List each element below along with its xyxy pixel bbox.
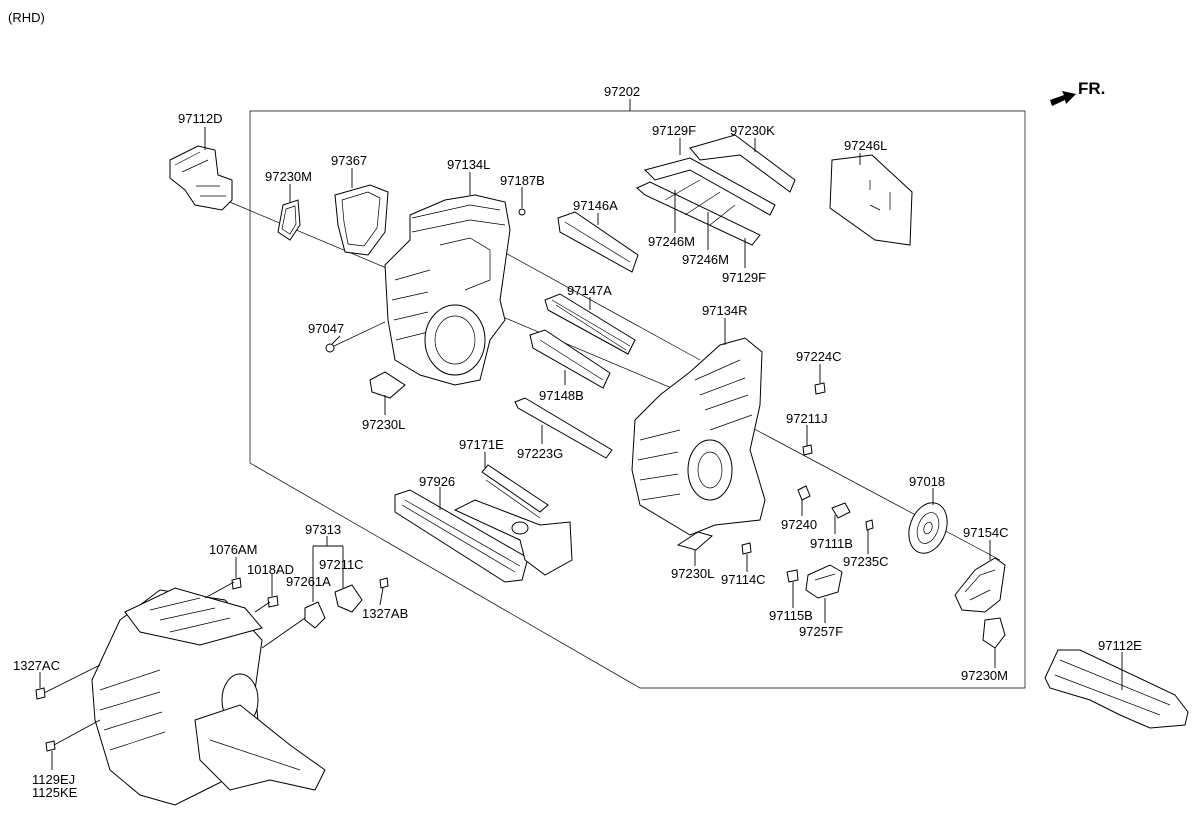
label-97129F-top: 97129F — [652, 123, 696, 138]
label-97367: 97367 — [331, 153, 367, 168]
label-1076AM: 1076AM — [209, 542, 257, 557]
label-97111B: 97111B — [810, 536, 853, 551]
label-97230K: 97230K — [730, 123, 775, 138]
door-97147A — [544, 293, 636, 355]
label-97047: 97047 — [308, 321, 344, 336]
clip-97224C — [814, 382, 826, 395]
gasket-97230L-left — [369, 371, 406, 399]
label-97112D: 97112D — [178, 111, 223, 126]
door-97146A — [557, 211, 639, 273]
label-97257F: 97257F — [799, 624, 843, 639]
leader-lines — [39, 127, 1123, 770]
label-97223G: 97223G — [517, 446, 563, 461]
screw-1327AB — [379, 577, 389, 589]
screw-97047 — [325, 321, 386, 353]
label-97240: 97240 — [781, 517, 817, 532]
label-97261A: 97261A — [286, 574, 331, 589]
label-1327AB: 1327AB — [362, 606, 408, 621]
label-97148B: 97148B — [539, 388, 584, 403]
screw-1129EJ — [45, 740, 56, 752]
label-97926: 97926 — [419, 474, 455, 489]
label-97115B: 97115B — [769, 608, 813, 623]
nut-1327AC — [35, 687, 46, 700]
front-direction-label: FR. — [1078, 79, 1105, 98]
evaporator-97926 — [394, 489, 573, 583]
nut-1076AM — [231, 577, 242, 590]
clip-97187B — [518, 208, 526, 216]
label-97146A: 97146A — [573, 198, 618, 213]
label-97246L: 97246L — [844, 138, 887, 153]
label-97147A: 97147A — [567, 283, 612, 298]
bracket-97111B — [831, 502, 851, 519]
bar-97223G — [514, 397, 613, 459]
label-1018AD: 1018AD — [247, 562, 294, 577]
screw-97114C — [741, 542, 752, 555]
gasket-97230M-left — [277, 199, 301, 241]
actuator-97257F — [805, 564, 843, 599]
label-97235C: 97235C — [843, 554, 889, 569]
label-97313: 97313 — [305, 522, 341, 537]
label-97202: 97202 — [604, 84, 640, 99]
label-97230L-left: 97230L — [362, 417, 405, 432]
front-arrow-icon — [1050, 91, 1076, 106]
label-97230M-right: 97230M — [961, 668, 1008, 683]
axis-line-mid — [499, 249, 701, 361]
label-97134R: 97134R — [702, 303, 748, 318]
front-direction-indicator: FR. — [1050, 79, 1105, 106]
assembly-frame — [249, 110, 1026, 689]
label-97112E: 97112E — [1098, 638, 1142, 653]
label-97134L: 97134L — [447, 157, 490, 172]
label-1125KE: 1125KE — [32, 785, 78, 800]
label-97230M-left: 97230M — [265, 169, 312, 184]
hvac-assembly-complete — [91, 587, 326, 806]
label-97187B: 97187B — [500, 173, 545, 188]
case-half-97134R — [631, 337, 766, 536]
label-1129EJ: 1129EJ — [32, 772, 75, 787]
label-97154C: 97154C — [963, 525, 1009, 540]
gasket-97230L-right — [676, 531, 714, 551]
gasket-inner-left — [281, 205, 297, 235]
seal-97367 — [334, 184, 389, 256]
duct-97112D — [169, 145, 233, 211]
label-97171E: 97171E — [459, 437, 504, 452]
label-97211C: 97211C — [319, 557, 364, 572]
label-97230L-right: 97230L — [671, 566, 714, 581]
actuator-97261A — [304, 601, 326, 629]
clip-97235C — [865, 519, 874, 531]
blower-97018 — [908, 502, 948, 554]
variant-label: (RHD) — [8, 10, 45, 25]
clip-97211J — [802, 444, 813, 456]
label-97114C: 97114C — [721, 572, 766, 587]
door-97148B — [529, 329, 611, 389]
label-97246M-b: 97246M — [682, 252, 729, 267]
screw-1018AD — [267, 595, 279, 608]
gasket-97230M-right — [982, 617, 1006, 649]
label-97246M-a: 97246M — [648, 234, 695, 249]
grommet-97115B — [786, 569, 799, 583]
label-97224C: 97224C — [796, 349, 842, 364]
part-labels: 97202 97112D 97230M 97367 97134L 97187B … — [13, 84, 1142, 800]
label-97129F-bottom: 97129F — [722, 270, 766, 285]
housing-97154C — [954, 557, 1006, 613]
label-97211J: 97211J — [786, 411, 828, 426]
case-half-97134L — [384, 194, 511, 386]
filter-frame-set — [636, 134, 796, 246]
label-1327AC: 1327AC — [13, 658, 60, 673]
cover-97211C — [334, 584, 363, 613]
label-97018: 97018 — [909, 474, 945, 489]
panel-97246L — [829, 154, 913, 246]
duct-97112E — [1044, 649, 1189, 729]
bar-97171E — [481, 464, 549, 519]
grommet-97240 — [797, 485, 811, 501]
